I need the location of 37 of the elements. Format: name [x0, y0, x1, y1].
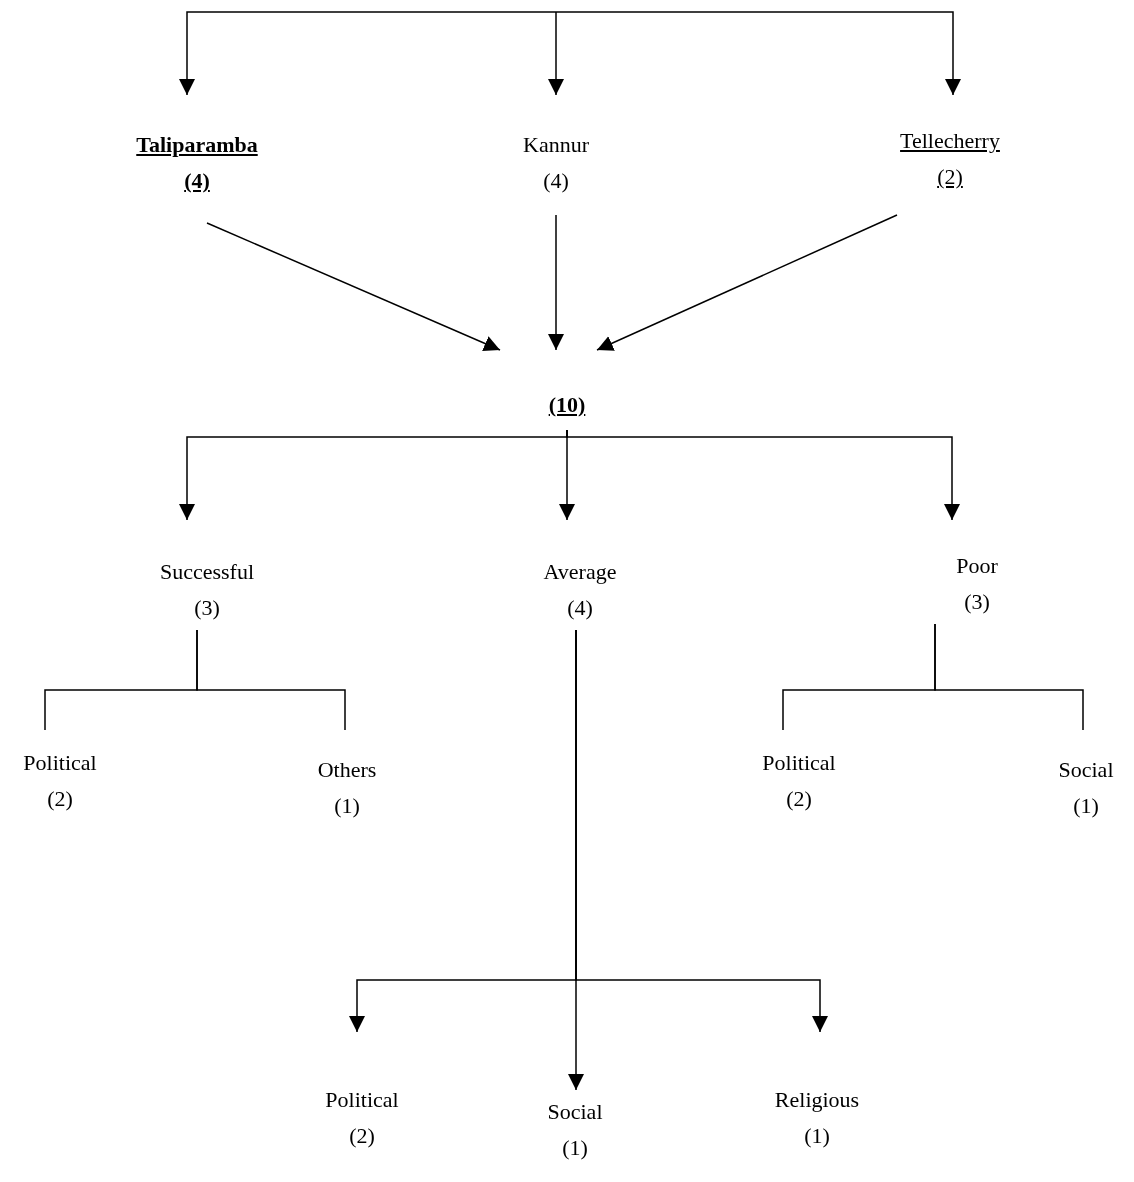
count-label: (2) [786, 785, 812, 813]
category-label: Religious [774, 1086, 860, 1114]
count-label: (1) [804, 1122, 830, 1150]
count-label: (1) [334, 792, 360, 820]
category-label: Social [1058, 756, 1114, 784]
count-label: (10) [548, 391, 586, 419]
category-label: Poor [956, 552, 998, 580]
arrow [548, 214, 564, 351]
count-label: (3) [194, 594, 220, 622]
arrow [575, 629, 828, 1033]
category-label: Kannur [523, 131, 589, 159]
category-label: Tellecherry [900, 127, 1000, 155]
category-label: Average [543, 558, 617, 586]
count-label: (2) [937, 163, 963, 191]
arrow [179, 11, 557, 96]
category-label: Political [325, 1086, 399, 1114]
count-label: (4) [567, 594, 593, 622]
arrow [596, 214, 898, 351]
count-label: (4) [543, 167, 569, 195]
arrow [555, 11, 961, 96]
count-label: (2) [47, 785, 73, 813]
category-label: Political [23, 749, 97, 777]
category-label: Political [762, 749, 836, 777]
arrow [566, 429, 960, 521]
count-label: (1) [1073, 792, 1099, 820]
count-label: (4) [184, 167, 210, 195]
count-label: (2) [349, 1122, 375, 1150]
count-label: (3) [964, 588, 990, 616]
connector-line [196, 629, 346, 731]
category-label: Others [317, 756, 377, 784]
category-label: Successful [159, 558, 255, 586]
connector-line [934, 623, 1084, 731]
arrow [206, 222, 501, 351]
category-label: Taliparamba [136, 131, 258, 159]
arrow [548, 11, 564, 96]
count-label: (1) [562, 1134, 588, 1162]
category-label: Social [547, 1098, 603, 1126]
